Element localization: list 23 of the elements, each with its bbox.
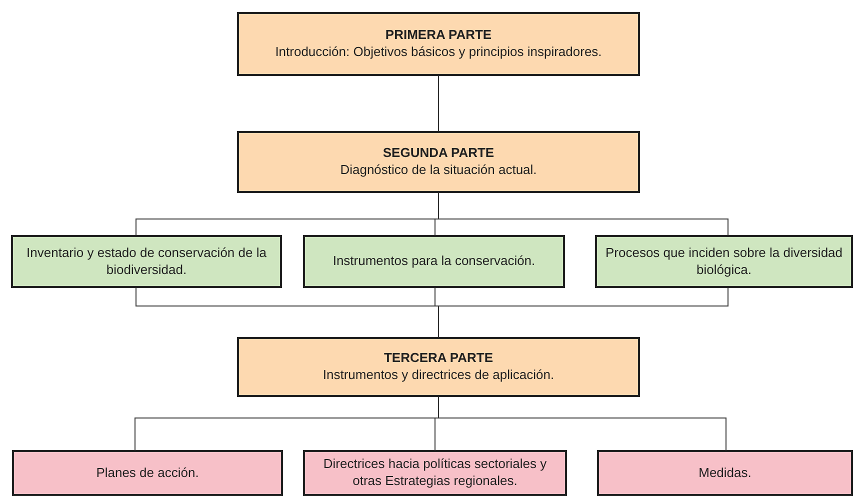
process-box — [595, 235, 853, 288]
box-text: Instrumentos y directrices de aplicación. — [322, 367, 554, 384]
process-box — [12, 450, 283, 496]
box-text: Instrumentos para la conservación. — [332, 253, 536, 270]
box-heading: TERCERA PARTE — [384, 350, 494, 367]
process-box — [237, 337, 640, 397]
box-text: Planes de acción. — [96, 464, 199, 482]
process-box — [303, 450, 567, 496]
box-heading: PRIMERA PARTE — [385, 27, 492, 44]
process-box — [303, 235, 565, 288]
box-text: Diagnóstico de la situación actual. — [340, 162, 537, 179]
process-box — [237, 131, 640, 193]
process-box — [11, 235, 282, 288]
connector-line — [438, 76, 439, 132]
box-text: Directrices hacia políticas sectoriales y otras Estrategias regionales. — [322, 456, 548, 490]
box-text: Inventario y estado de conservación de la biodiversidad. — [26, 244, 268, 278]
connector-line — [438, 192, 728, 236]
process-box — [237, 12, 640, 76]
box-text: Medidas. — [698, 464, 752, 482]
process-box — [597, 450, 853, 496]
box-text: Introducción: Objetivos básicos y principios inspiradores. — [275, 44, 602, 61]
box-text: Procesos que inciden sobre la diversidad biológica. — [604, 244, 844, 278]
box-heading: SEGUNDA PARTE — [382, 145, 494, 162]
